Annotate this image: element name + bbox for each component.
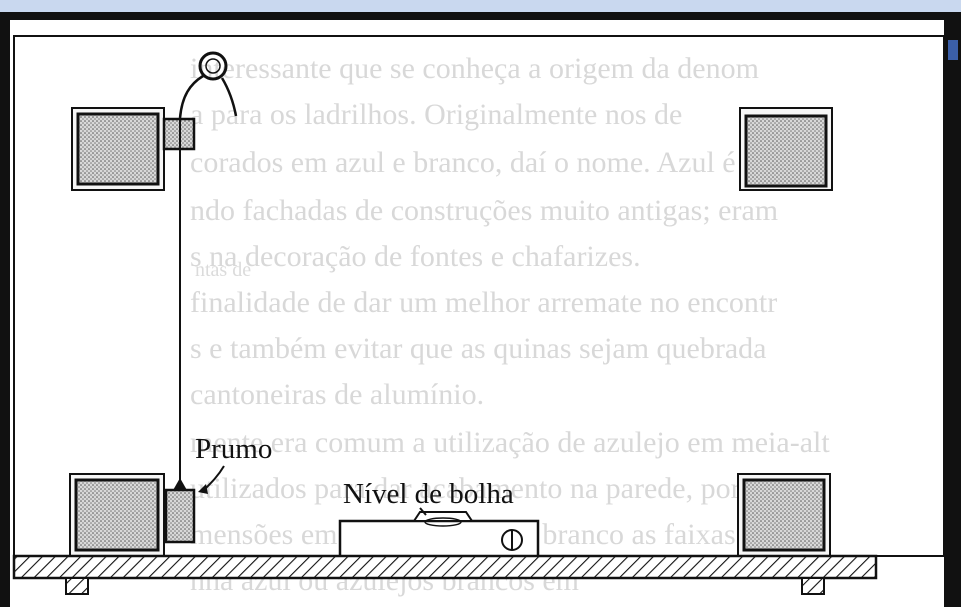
level-bubble-vial [424, 517, 462, 527]
bg-line: utilizados para dar acabamento na parede… [190, 472, 741, 505]
top-color-band [0, 0, 961, 12]
plumb-label: Prumo [195, 433, 272, 465]
bg-line: ndo fachadas de construções muito antiga… [190, 194, 778, 227]
top-frame-bar [0, 12, 961, 20]
left-frame-edge [0, 12, 10, 607]
tile-bottom-right [737, 473, 831, 557]
plumb-hook [178, 74, 204, 119]
plumb-weight [164, 488, 196, 544]
bg-line: interessante que se conheça a origem da … [190, 52, 759, 85]
hanging-ring-icon [198, 51, 228, 81]
bg-line: s e também evitar que as quinas sejam qu… [190, 332, 766, 365]
right-edge-blue-mark [948, 40, 958, 60]
right-frame-edge [944, 12, 961, 607]
spirit-level-tool [338, 511, 540, 559]
tile-bottom-left [69, 473, 165, 557]
board-support-left [65, 577, 89, 595]
bg-line: corados em azul e branco, daí o nome. Az… [190, 146, 758, 179]
level-body [338, 519, 540, 559]
bg-line: finalidade de dar um melhor arremate no … [190, 286, 777, 319]
bg-line: s na decoração de fontes e chafarizes. [190, 240, 641, 273]
bg-margin-note: ntas de [195, 259, 251, 281]
plumb-bob-tool [164, 51, 238, 544]
tile-top-right [739, 107, 833, 191]
bg-line: a para os ladrilhos. Originalmente nos d… [190, 98, 682, 131]
bg-line: cantoneiras de alumínio. [190, 378, 484, 411]
level-label: Nível de bolha [343, 478, 514, 510]
floor-board [12, 554, 878, 580]
board-support-right [801, 577, 825, 595]
background-book-text: interessante que se conheça a origem da … [190, 52, 830, 597]
tile-top-left [71, 107, 165, 191]
bg-line: mente era comum a utilização de azulejo … [190, 426, 830, 459]
